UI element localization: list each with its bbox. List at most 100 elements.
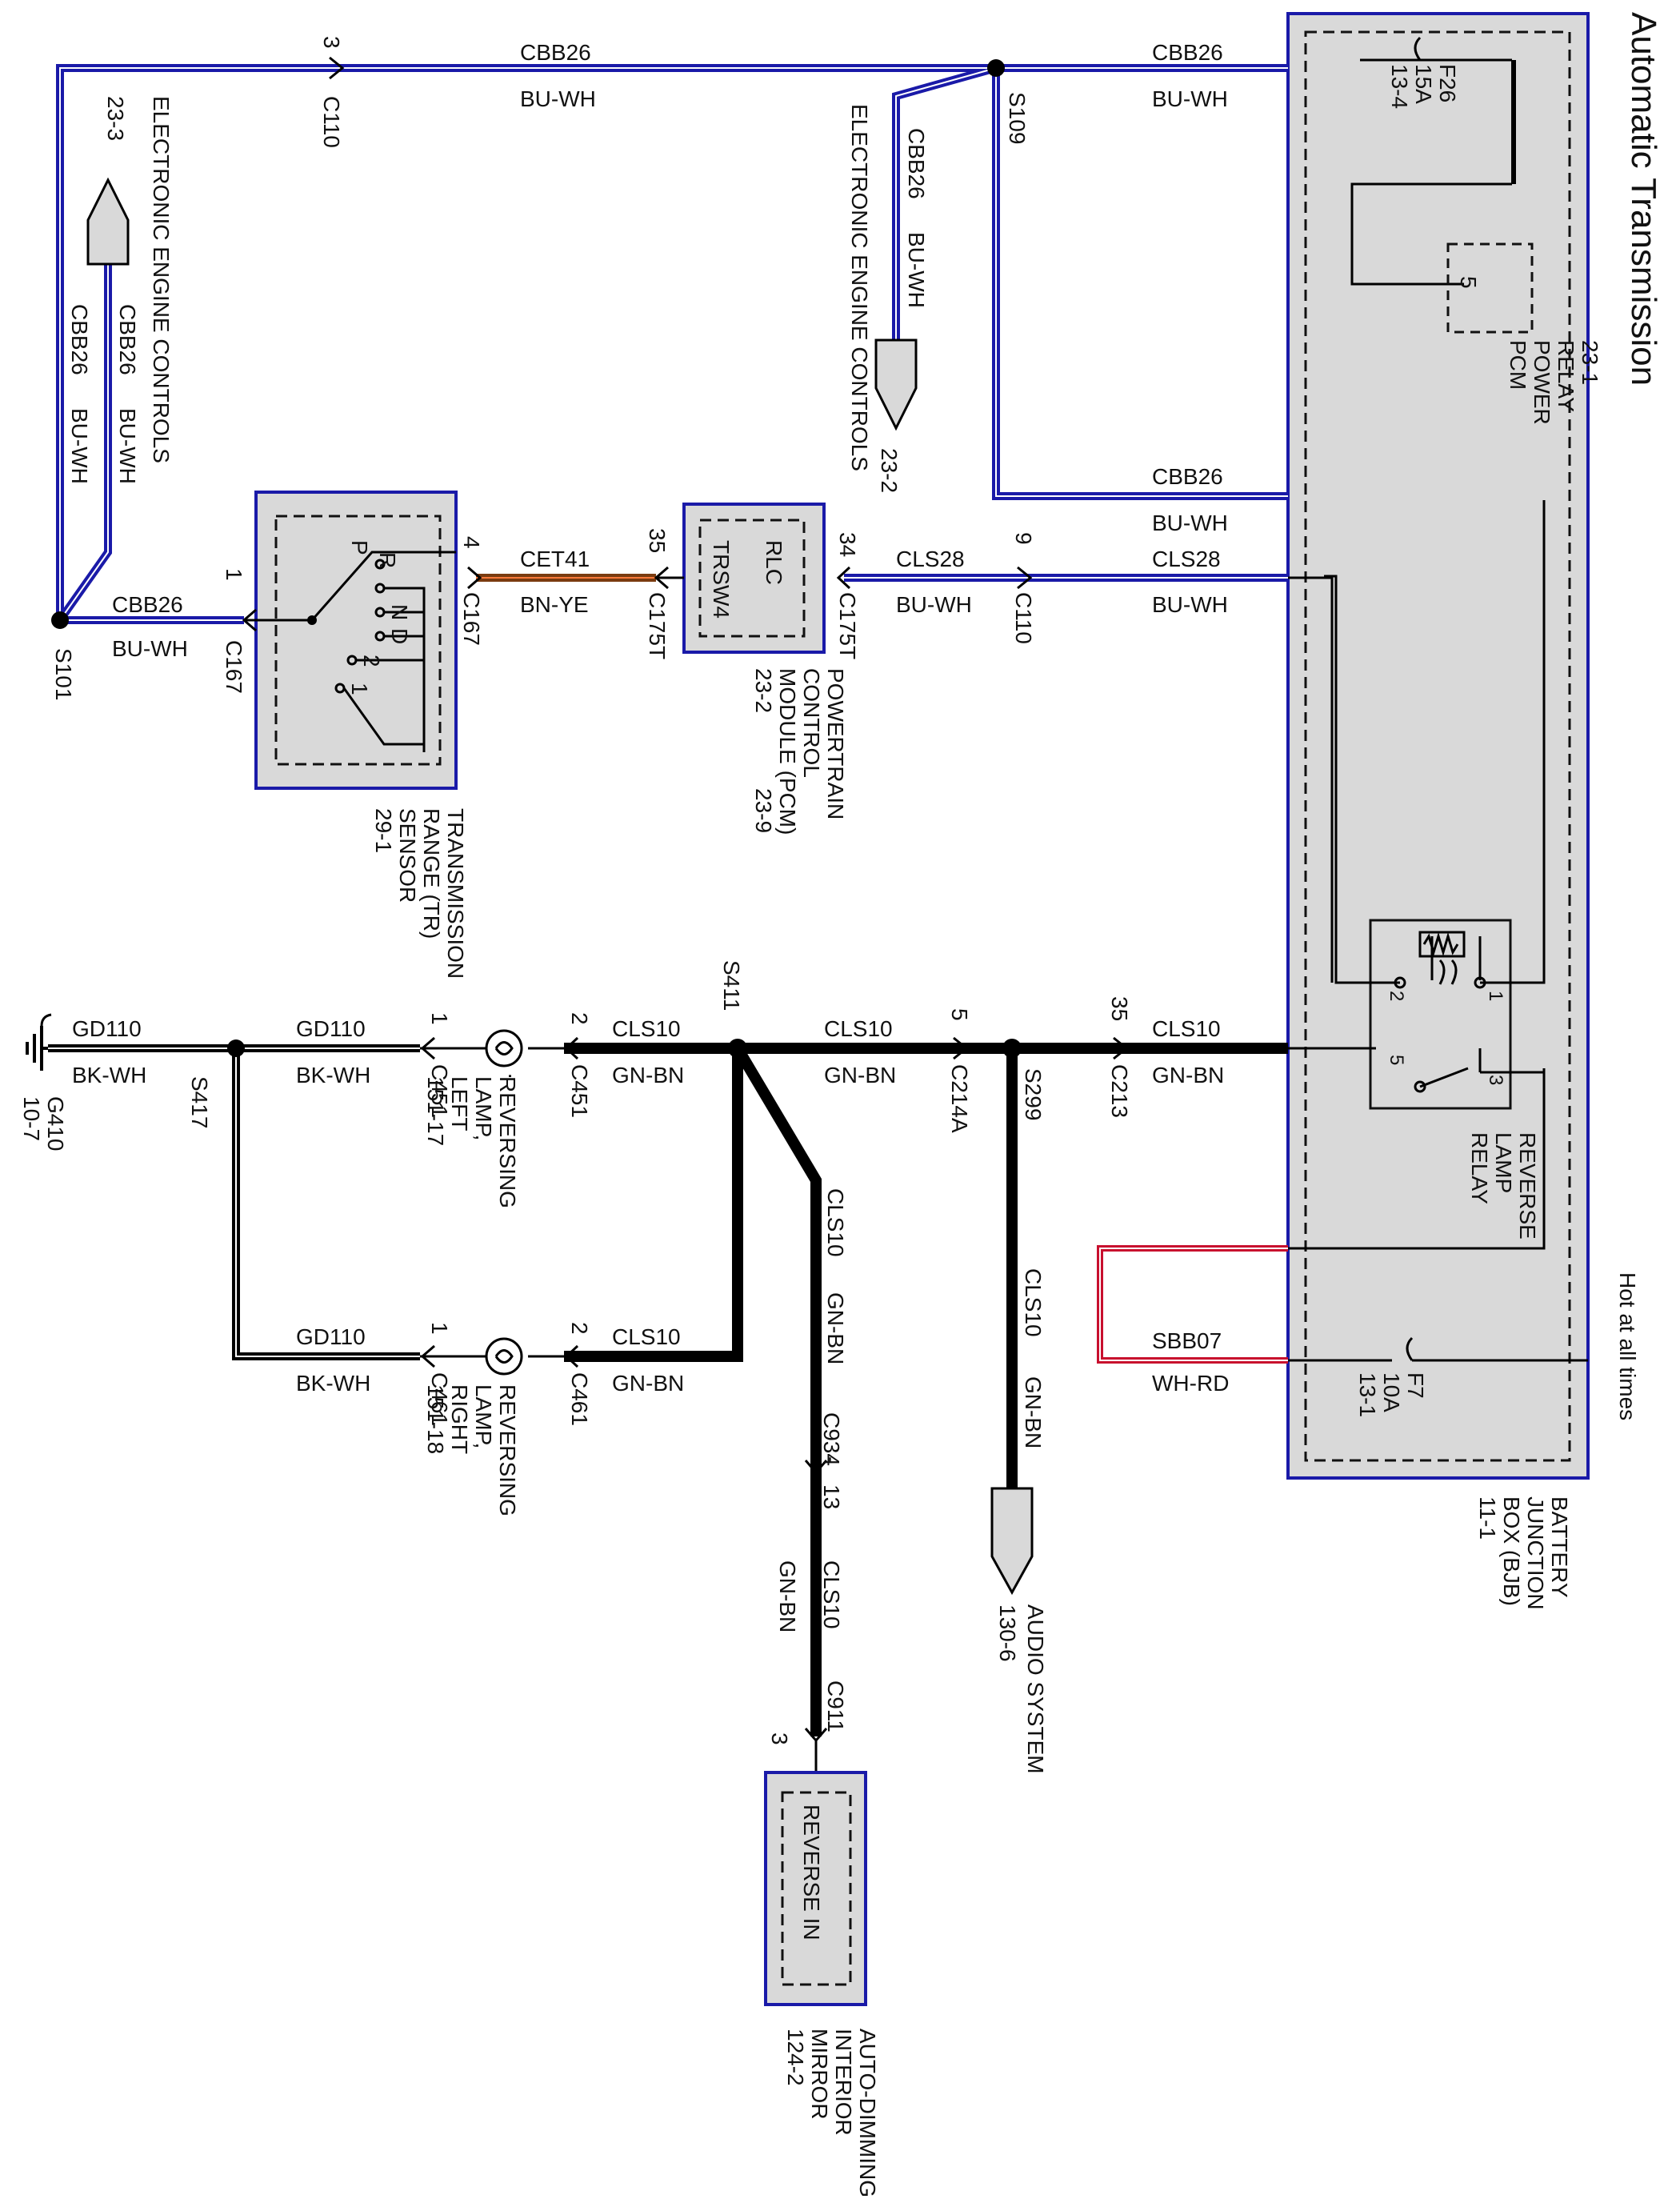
label-wh-rd: WH-RD	[1152, 1371, 1229, 1396]
svg-text:POWERTRAIN: POWERTRAIN	[823, 668, 848, 819]
svg-text:151-17: 151-17	[423, 1076, 448, 1146]
label-gn-bn-mid: GN-BN	[824, 1063, 896, 1087]
label-gd110-left-lamp: GD110	[296, 1016, 366, 1041]
label-eec-mid: ELECTRONIC ENGINE CONTROLS	[847, 104, 872, 471]
label-g410: G410	[43, 1096, 68, 1152]
label-bn-ye: BN-YE	[520, 592, 589, 617]
bjb-label: BATTERY JUNCTION BOX (BJB) 11-1	[1475, 1496, 1572, 1610]
label-gn-bn-c934-lower: GN-BN	[775, 1560, 800, 1632]
ground-g410-icon	[26, 1026, 48, 1071]
relay-pin-5: 5	[1386, 1055, 1407, 1065]
relay-pin-3: 3	[1485, 1075, 1506, 1085]
connector-c110-top	[329, 56, 345, 80]
relay-coil-ground-path	[1324, 575, 1400, 984]
transmission-range-sensor	[254, 491, 458, 790]
svg-text:AUTO-DIMMING: AUTO-DIMMING	[855, 2029, 880, 2197]
fuse-f7-icon	[1406, 1336, 1414, 1361]
svg-text:POWER: POWER	[1530, 340, 1554, 425]
lamp-left-label: REVERSING LAMP, LEFT 151-17	[423, 1076, 520, 1208]
pin-5-c214a: 5	[947, 1008, 972, 1021]
connector-c167-right	[467, 566, 482, 590]
splice-s109	[987, 59, 1005, 77]
label-gn-bn-right-lamp: GN-BN	[612, 1371, 684, 1396]
label-c911: C911	[823, 1680, 848, 1732]
label-bu-wh-cls28-right: BU-WH	[1152, 592, 1228, 617]
pin-1-c451: 1	[427, 1012, 452, 1025]
fuse-f26-icon	[1414, 36, 1422, 61]
splice-s417	[227, 1039, 245, 1057]
svg-text:INTERIOR: INTERIOR	[831, 2029, 856, 2136]
pin-35-c175t: 35	[645, 528, 670, 553]
label-s101: S101	[51, 648, 76, 700]
relay-pin-1: 1	[1485, 991, 1506, 1001]
pin-3-c911: 3	[767, 1732, 792, 1745]
label-bu-wh-top: BU-WH	[520, 86, 596, 111]
label-gd110-ground: GD110	[72, 1016, 142, 1041]
label-cbb26-left-b: CBB26	[67, 304, 92, 375]
svg-text:23-9: 23-9	[751, 788, 776, 833]
svg-text:F7: F7	[1403, 1372, 1428, 1399]
pcm-trsw4-pin: TRSW4	[709, 540, 734, 619]
label-cbb26-left-a: CBB26	[115, 304, 140, 375]
hot-at-all-times-note: Hot at all times	[1615, 1272, 1640, 1420]
connector-c167-left	[242, 608, 257, 632]
relay-switched-feed	[1288, 1068, 1546, 1250]
fuse-f26-label: F26 15A 13-4	[1387, 64, 1460, 109]
svg-text:124-2: 124-2	[783, 2029, 808, 2086]
label-cbb26-s101: CBB26	[112, 592, 183, 617]
pin-3-c110: 3	[319, 36, 344, 49]
powertrain-control-module	[682, 503, 826, 654]
svg-text:13-1: 13-1	[1355, 1372, 1380, 1417]
svg-text:151-18: 151-18	[423, 1384, 448, 1454]
label-gn-bn-left-lamp: GN-BN	[612, 1063, 684, 1087]
svg-text:TRANSMISSION: TRANSMISSION	[443, 808, 468, 979]
label-c934: C934	[819, 1412, 844, 1466]
label-c461-left: C461	[427, 1372, 452, 1426]
tr-pos-1: 1	[347, 683, 372, 695]
fuse-f7-label: F7 10A 13-1	[1355, 1372, 1428, 1417]
svg-text:REVERSING: REVERSING	[495, 1076, 520, 1208]
svg-text:CONTROL: CONTROL	[799, 668, 824, 778]
label-s109: S109	[1005, 92, 1030, 144]
label-eec-mid-ref: 23-2	[877, 448, 902, 493]
svg-text:REVERSING: REVERSING	[495, 1384, 520, 1516]
svg-text:23-2: 23-2	[751, 668, 776, 713]
lamp-right-label: REVERSING LAMP, RIGHT 151-18	[423, 1384, 520, 1516]
pin-2-c451: 2	[567, 1012, 592, 1025]
label-cls10-mid: CLS10	[824, 1016, 893, 1041]
label-cbb26-top-right: CBB26	[1152, 40, 1223, 65]
svg-text:MIRROR: MIRROR	[807, 2029, 832, 2120]
label-gn-bn-audio: GN-BN	[1021, 1376, 1046, 1448]
label-c175t-right: C175T	[835, 592, 860, 659]
tr-pos-2: 2	[359, 655, 384, 667]
svg-text:MODULE (PCM): MODULE (PCM)	[775, 668, 800, 835]
wire-gd110-network	[48, 1044, 420, 1360]
svg-text:11-1: 11-1	[1475, 1496, 1500, 1540]
svg-text:23-1: 23-1	[1578, 340, 1602, 385]
relay-resistor-icon	[1418, 931, 1466, 958]
svg-text:RELAY: RELAY	[1554, 340, 1578, 412]
label-c214a: C214A	[947, 1064, 972, 1133]
label-cls10-audio: CLS10	[1021, 1268, 1046, 1337]
battery-junction-box	[1286, 12, 1590, 1480]
connector-c934	[804, 1460, 828, 1475]
label-cls10-left-lamp: CLS10	[612, 1016, 681, 1041]
connector-c461-left	[420, 1344, 435, 1368]
electronic-engine-controls-left	[86, 177, 130, 266]
reversing-lamp-right-icon	[485, 1337, 523, 1376]
connector-c451-left	[420, 1036, 435, 1060]
tr-pos-n: N	[387, 604, 412, 620]
pcm-relay-feed	[1350, 182, 1512, 286]
label-eec-left-ref: 23-3	[103, 96, 128, 141]
svg-text:LAMP,: LAMP,	[471, 1384, 496, 1448]
lamp-left-dot: ·	[499, 1072, 524, 1079]
mirror-reverse-in-pin: REVERSE IN	[799, 1804, 824, 1941]
label-s299: S299	[1021, 1068, 1046, 1120]
connector-c175t-left	[654, 566, 669, 590]
pcm-relay-pin-5: 5	[1456, 276, 1481, 289]
svg-text:BATTERY: BATTERY	[1547, 1496, 1572, 1598]
label-c451-right: C451	[567, 1064, 592, 1118]
connector-c461-right	[564, 1344, 579, 1368]
label-cbb26-mid: CBB26	[904, 128, 929, 199]
label-cls10-right-lamp: CLS10	[612, 1324, 681, 1349]
